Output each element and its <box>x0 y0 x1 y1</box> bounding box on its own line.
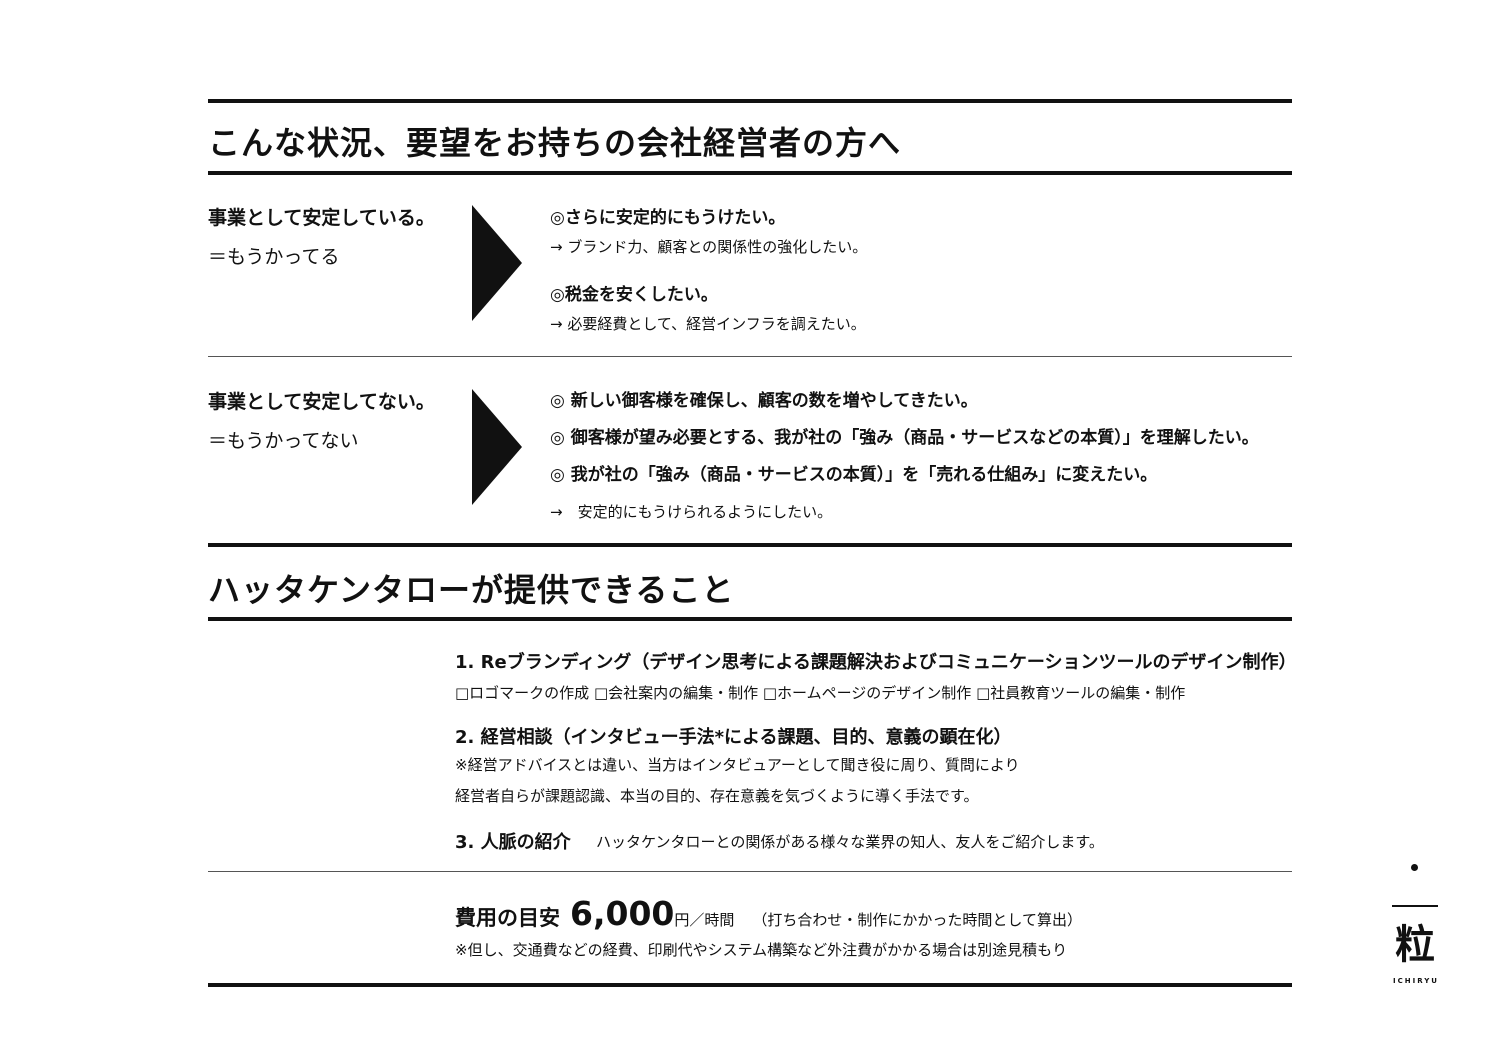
situation1-wish1-note: → ブランド力、顧客との関係性の強化したい。 <box>550 238 868 256</box>
fee-line: 費用の目安 6,000円／時間 （打ち合わせ・制作にかかった時間として算出） <box>455 894 1082 933</box>
section2-top-rule <box>208 543 1292 547</box>
ichiryu-logo: 粒 ICHIRYU <box>1390 860 1442 990</box>
logo-bar <box>1392 905 1438 907</box>
situation2-arrow-icon <box>472 389 522 505</box>
service3-title: 3. 人脈の紹介 <box>455 832 571 853</box>
situation1-wish2-note: → 必要経費として、経営インフラを調えたい。 <box>550 315 866 333</box>
fee-amount: 6,000 <box>570 894 675 933</box>
service2-text-line2: 経営者自らが課題認識、本当の目的、存在意義を気づくように導く手法です。 <box>455 787 979 805</box>
situation2-wish1: ◎ 新しい御客様を確保し、顧客の数を増やしてきたい。 <box>550 391 978 411</box>
service1-title: 1. Reブランディング（デザイン思考による課題解決およびコミュニケーションツー… <box>455 652 1297 673</box>
service3-text: ハッタケンタローとの関係がある様々な業界の知人、友人をご紹介します。 <box>596 833 1104 851</box>
bottom-rule <box>208 983 1292 987</box>
situation1-wish1-title: ◎さらに安定的にもうけたい。 <box>550 208 786 228</box>
situation1-arrow-icon <box>472 205 522 321</box>
situation2-wish3: ◎ 我が社の「強み（商品・サービスの本質）」を「売れる仕組み」に変えたい。 <box>550 465 1158 485</box>
situation2-title: 事業として安定してない。 <box>208 391 435 413</box>
situation2-wish2: ◎ 御客様が望み必要とする、我が社の「強み（商品・サービスなどの本質）」を理解し… <box>550 428 1259 448</box>
service1-text: □ロゴマークの作成 □会社案内の編集・制作 □ホームページのデザイン制作 □社員… <box>455 684 1186 702</box>
fee-label: 費用の目安 <box>455 906 560 930</box>
service2-title: 2. 経営相談（インタビュー手法*による課題、目的、意義の顕在化） <box>455 727 1012 748</box>
logo-text: ICHIRYU <box>1393 977 1439 985</box>
situation2-note: → 安定的にもうけられるようにしたい。 <box>550 503 833 521</box>
section2-heading: ハッタケンタローが提供できること <box>208 571 735 609</box>
situation1-wish2-title: ◎税金を安くしたい。 <box>550 285 718 305</box>
logo-mark: 粒 <box>1395 921 1435 968</box>
top-rule <box>208 99 1292 103</box>
section1-heading: こんな状況、要望をお持ちの会社経営者の方へ <box>208 124 902 162</box>
situation1-title: 事業として安定している。 <box>208 207 435 229</box>
situation2-sub: ＝もうかってない <box>208 430 359 452</box>
section1-heading-rule <box>208 171 1292 175</box>
situation1-sub: ＝もうかってる <box>208 246 340 268</box>
situation-divider <box>208 356 1292 357</box>
fee-footnote: ※但し、交通費などの経費、印刷代やシステム構築など外注費がかかる場合は別途見積も… <box>455 941 1068 959</box>
section2-heading-rule <box>208 617 1292 621</box>
fee-divider <box>208 871 1292 872</box>
fee-unit: 円／時間 <box>674 911 735 929</box>
service2-text-line1: ※経営アドバイスとは違い、当方はインタビュアーとして聞き役に周り、質問により <box>455 756 1020 774</box>
fee-note: （打ち合わせ・制作にかかった時間として算出） <box>752 911 1082 929</box>
logo-dot-icon <box>1411 864 1418 871</box>
